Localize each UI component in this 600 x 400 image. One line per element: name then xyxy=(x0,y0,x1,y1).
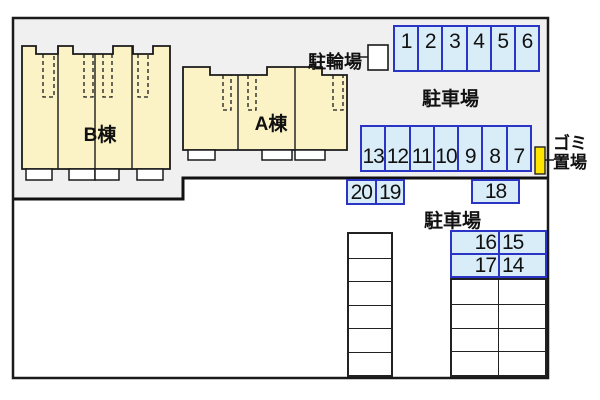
parking-stall-17: 17 xyxy=(452,254,500,277)
parking-grid-14-17: 16 15 17 14 xyxy=(450,230,547,278)
building-a-entrance-porch xyxy=(261,149,293,161)
building-b-stair-corridor xyxy=(83,54,94,98)
parking-row-13-7: 13 12 11 10 9 8 7 xyxy=(360,125,532,172)
empty-stall xyxy=(452,303,498,328)
empty-stall xyxy=(498,327,545,352)
empty-stall xyxy=(349,328,391,352)
building-a-stair-corridor xyxy=(247,75,257,111)
building-a-label: A棟 xyxy=(254,114,288,135)
parking-stall-11: 11 xyxy=(408,127,433,170)
empty-stall xyxy=(349,304,391,329)
empty-stall-column-left xyxy=(347,232,393,377)
parking-stall-16: 16 xyxy=(452,231,500,254)
parking-stall-13: 13 xyxy=(362,145,384,168)
parking-stall-19: 19 xyxy=(374,181,404,203)
building-b-entrance-porch xyxy=(68,168,96,181)
garbage-area-label-line1: ゴミ xyxy=(553,134,587,153)
site-outline xyxy=(11,16,550,380)
parking-lot-label-lower: 駐車場 xyxy=(424,211,482,232)
building-a-stair-corridor xyxy=(222,75,232,111)
empty-stall xyxy=(498,303,545,328)
empty-stall xyxy=(349,234,391,258)
parking-stall-8: 8 xyxy=(481,127,505,170)
building-b-stair-corridor xyxy=(137,54,149,98)
garbage-area-label: ゴミ 置場 xyxy=(553,134,587,172)
building-b-entrance-porch xyxy=(136,168,164,181)
bicycle-parking-label: 駐輪場 xyxy=(308,52,362,72)
parking-stall-6: 6 xyxy=(513,27,538,70)
parking-row-20-19: 20 19 xyxy=(346,179,405,205)
parking-stall-12: 12 xyxy=(384,127,409,170)
building-b-stair-corridor xyxy=(42,54,55,98)
empty-stall-grid-right xyxy=(450,278,547,377)
parking-stall-2: 2 xyxy=(417,27,441,70)
empty-stall xyxy=(498,280,545,304)
parking-stall-7: 7 xyxy=(505,127,530,170)
parking-stall-10: 10 xyxy=(432,127,458,170)
parking-stall-14: 14 xyxy=(502,253,524,277)
empty-stall xyxy=(349,257,391,282)
parking-stall-3: 3 xyxy=(441,27,465,70)
parking-grid-row-16-15: 16 15 xyxy=(450,230,547,255)
parking-grid-row-17-14: 17 14 xyxy=(450,253,547,278)
bicycle-shed-box xyxy=(367,44,389,71)
empty-stall xyxy=(452,327,498,352)
parking-row-1-6: 1 2 3 4 5 6 xyxy=(393,25,540,72)
parking-stall-1: 1 xyxy=(400,30,413,53)
parking-stall-4: 4 xyxy=(465,27,490,70)
building-a-entrance-porch xyxy=(187,149,216,161)
building-a-stair-corridor xyxy=(332,75,344,111)
empty-stall xyxy=(498,351,545,375)
building-b-label: B棟 xyxy=(83,125,117,146)
parking-stall-15: 15 xyxy=(502,230,524,254)
building-b-entrance-porch xyxy=(94,168,120,181)
building-b-outline xyxy=(21,45,171,170)
parking-stall-18-number: 18 xyxy=(484,180,507,203)
garbage-area-marker xyxy=(534,146,546,175)
parking-stall-20: 20 xyxy=(350,180,373,204)
area-divider-line xyxy=(13,176,548,201)
parking-lot-label-upper: 駐車場 xyxy=(422,89,480,110)
building-b-entrance-porch xyxy=(25,168,53,181)
empty-stall xyxy=(452,351,498,375)
building-a-entrance-porch xyxy=(294,149,326,161)
parking-stall-9: 9 xyxy=(457,127,481,170)
parking-stall-18: 18 xyxy=(471,179,520,204)
parking-stall-5: 5 xyxy=(489,27,514,70)
empty-stall xyxy=(349,351,391,376)
building-b-stair-corridor xyxy=(102,54,113,98)
garbage-area-label-line2: 置場 xyxy=(553,153,587,172)
empty-stall xyxy=(349,281,391,305)
empty-stall xyxy=(452,280,498,304)
